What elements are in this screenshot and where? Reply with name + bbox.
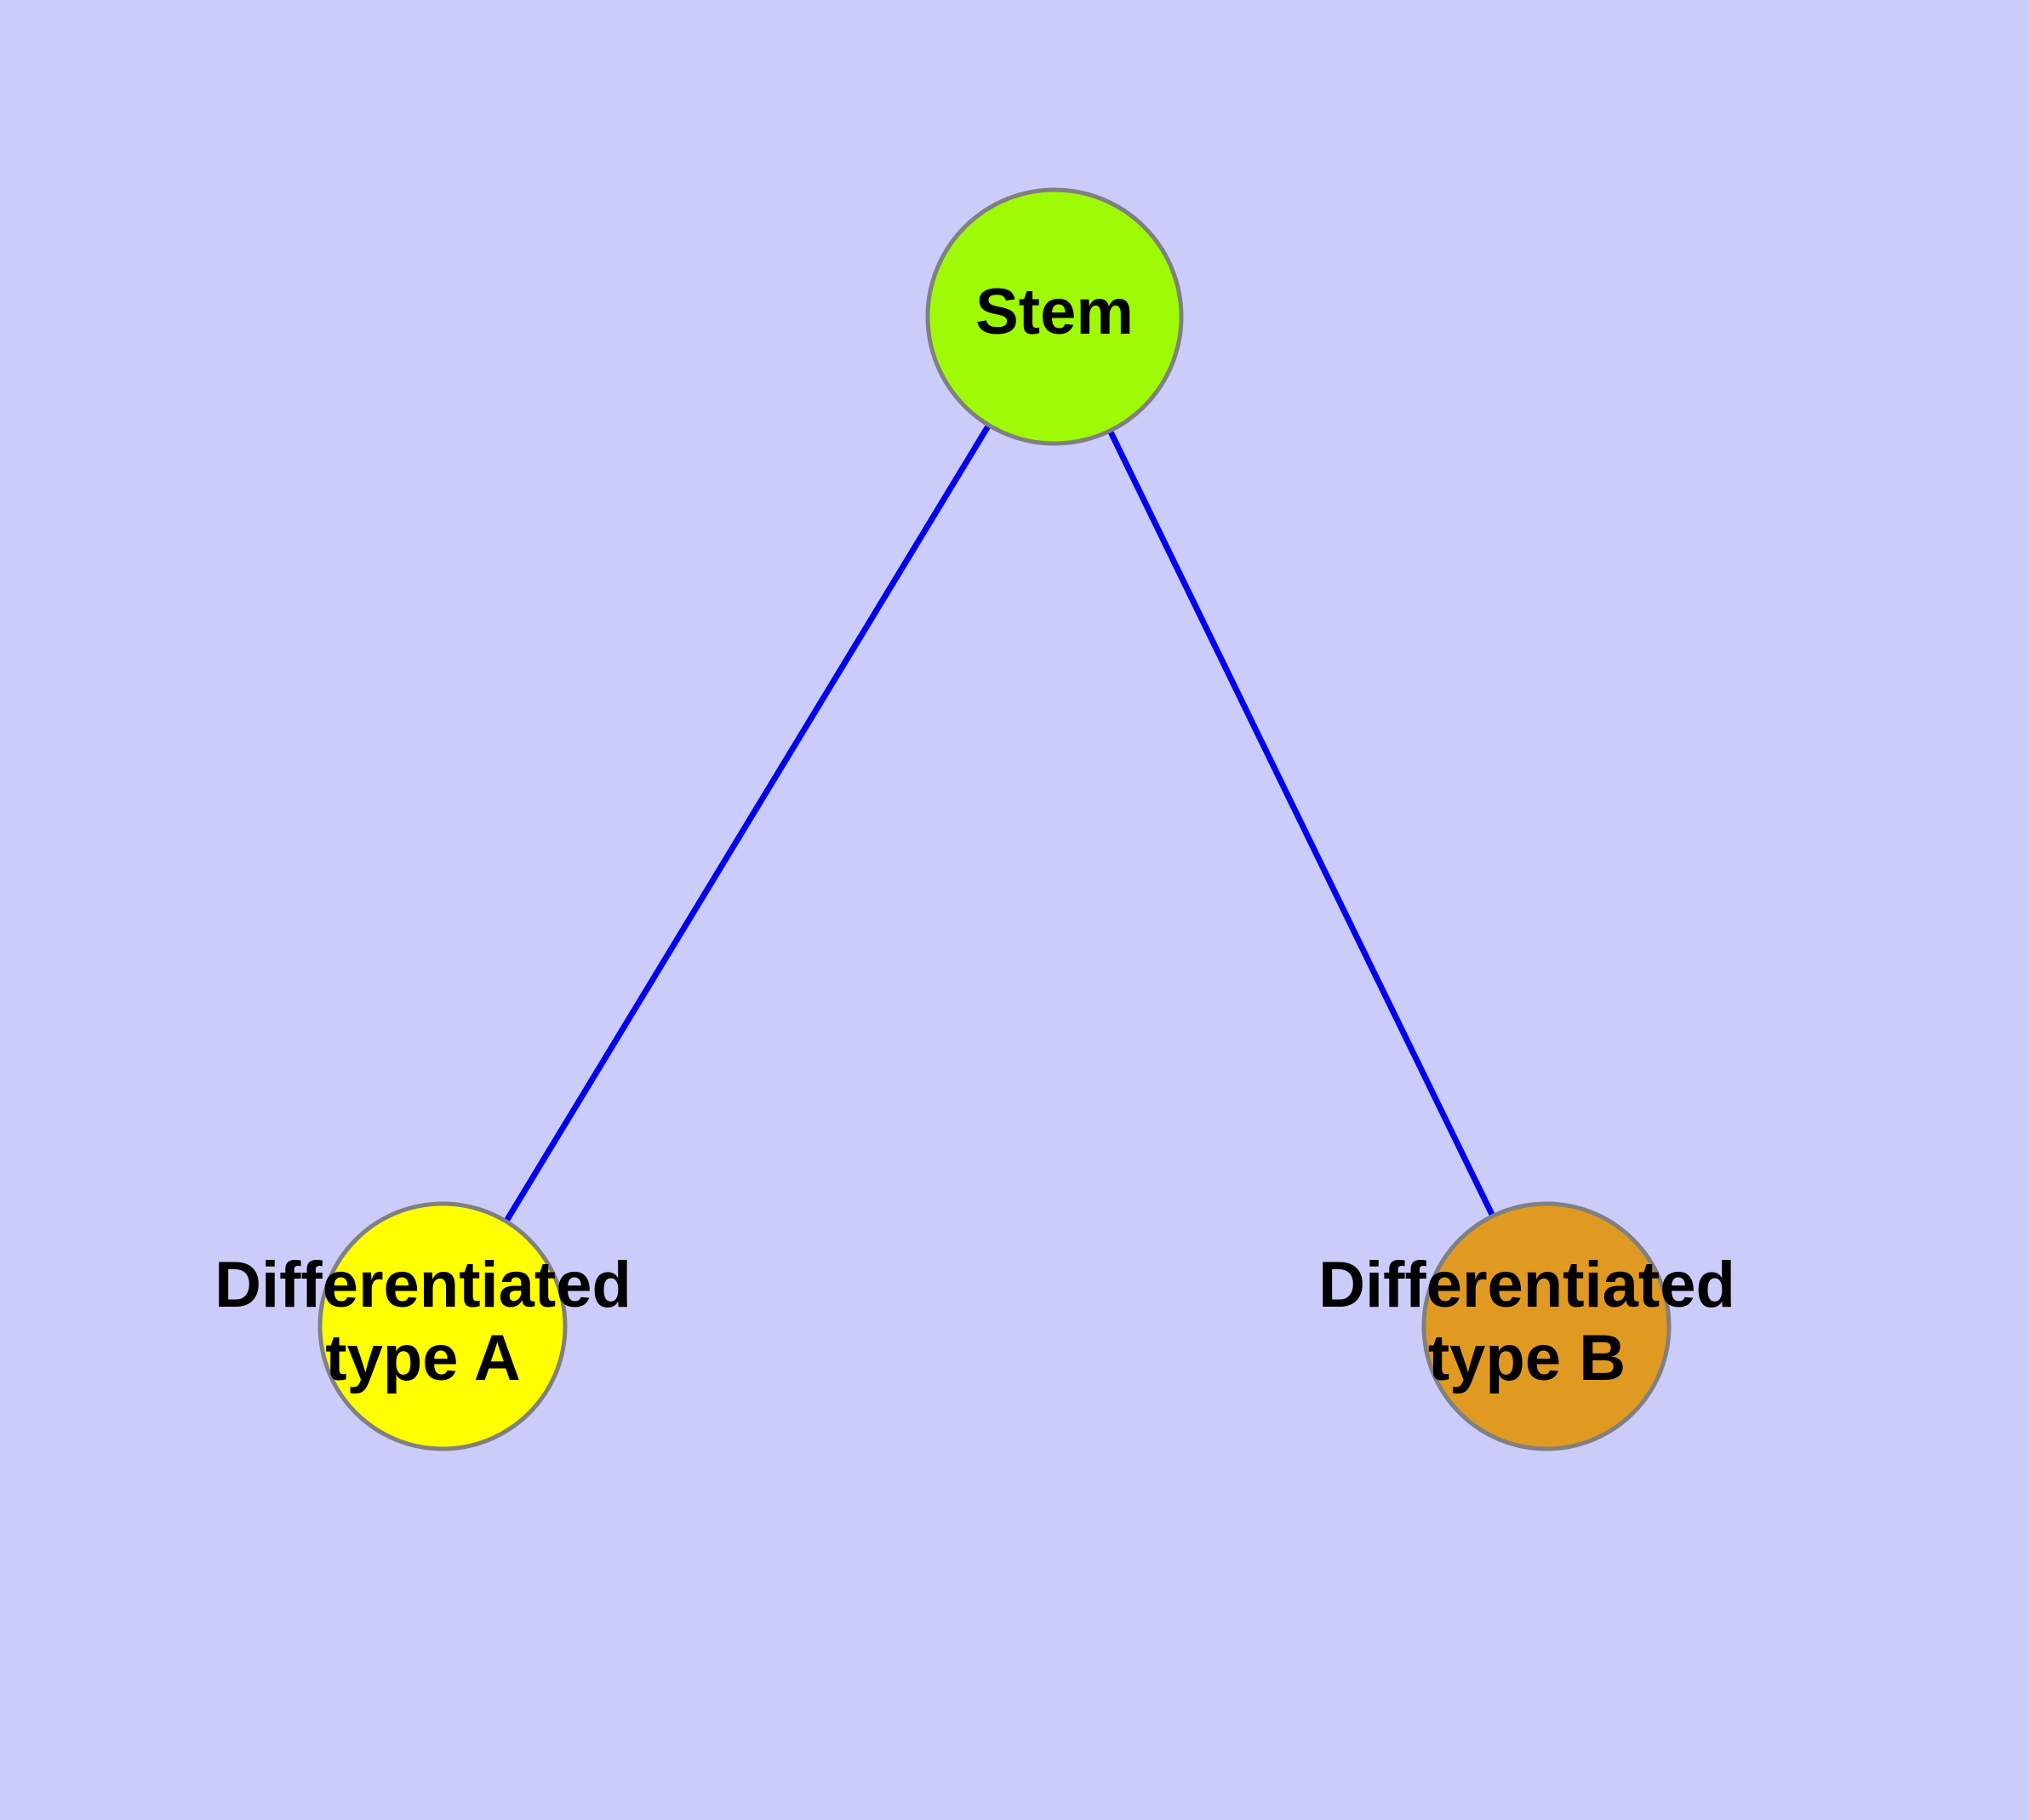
node-differentiated-type-b-circle[interactable]	[1421, 1201, 1672, 1451]
edge-stem-to-differentiated-type-a[interactable]	[440, 315, 1057, 1328]
node-stem-circle[interactable]	[925, 187, 1184, 446]
edge-stem-to-differentiated-type-b[interactable]	[1051, 315, 1550, 1328]
nodes-layer	[317, 187, 1672, 1451]
node-stem-label: Stem	[975, 276, 1134, 348]
edges-layer	[440, 315, 1550, 1328]
node-differentiated-type-a[interactable]	[317, 1201, 568, 1451]
node-differentiated-type-b[interactable]	[1421, 1201, 1672, 1451]
node-stem[interactable]	[925, 187, 1184, 446]
node-differentiated-type-a-circle[interactable]	[317, 1201, 568, 1451]
